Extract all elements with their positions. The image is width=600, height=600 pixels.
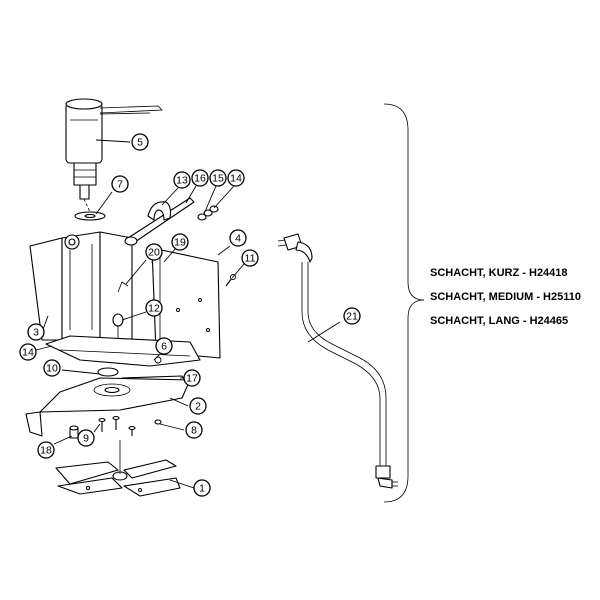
callout-2: 2 — [189, 397, 207, 415]
callout-18: 18 — [37, 441, 55, 459]
callout-20-label: 20 — [148, 247, 160, 259]
hose-assembly — [277, 233, 398, 489]
callout-3-circle — [27, 323, 45, 341]
callout-17-circle — [183, 369, 201, 387]
callout-4-circle — [229, 229, 247, 247]
callout-14a: 14 — [227, 169, 245, 187]
callout-4: 4 — [229, 229, 247, 247]
variant-brace — [383, 103, 425, 503]
callout-15-circle — [209, 169, 227, 187]
callout-10: 10 — [43, 359, 61, 377]
side-panel — [151, 247, 221, 359]
callout-1-label: 1 — [199, 483, 205, 495]
shaft-variant-medium: SCHACHT, MEDIUM - H25110 — [430, 291, 581, 303]
callout-9: 9 — [77, 429, 95, 447]
callout-16-label: 16 — [194, 173, 206, 185]
callout-6-circle — [155, 337, 173, 355]
nut-and-washers — [197, 205, 219, 221]
callout-17-label: 17 — [186, 373, 198, 385]
callout-16: 16 — [191, 169, 209, 187]
callout-9-label: 9 — [83, 433, 89, 445]
callout-21: 21 — [343, 307, 361, 325]
clamp — [147, 201, 172, 221]
shaft-housing — [29, 231, 133, 341]
callout-14a-label: 14 — [230, 173, 242, 185]
callout-14b-circle — [19, 343, 37, 361]
callout-21-circle — [343, 307, 361, 325]
callout-20: 20 — [145, 243, 163, 261]
callout-1: 1 — [193, 479, 211, 497]
callout-5-circle — [131, 133, 149, 151]
callout-4-label: 4 — [235, 233, 241, 245]
callout-12-circle — [145, 299, 163, 317]
callout-9-circle — [77, 429, 95, 447]
callout-13-label: 13 — [176, 175, 188, 187]
callout-19: 19 — [171, 233, 189, 251]
callout-7: 7 — [111, 175, 129, 193]
callout-15: 15 — [209, 169, 227, 187]
washer — [74, 211, 106, 221]
callout-12: 12 — [145, 299, 163, 317]
mixing-blade — [55, 440, 181, 497]
callout-15-label: 15 — [212, 173, 224, 185]
callout-20-circle — [145, 243, 163, 261]
callout-18-label: 18 — [40, 445, 52, 457]
motor — [65, 98, 163, 200]
callout-2-circle — [189, 397, 207, 415]
callout-8-label: 8 — [191, 425, 197, 437]
callout-16-circle — [191, 169, 209, 187]
callout-13: 13 — [173, 171, 191, 189]
callout-19-label: 19 — [174, 237, 186, 249]
callout-7-circle — [111, 175, 129, 193]
callout-13-circle — [173, 171, 191, 189]
callout-6: 6 — [155, 337, 173, 355]
callout-1-circle — [193, 479, 211, 497]
callout-8-circle — [185, 421, 203, 439]
callout-8: 8 — [185, 421, 203, 439]
callout-5-label: 5 — [137, 137, 143, 149]
shaft-variant-short: SCHACHT, KURZ - H24418 — [430, 267, 568, 279]
callout-17: 17 — [183, 369, 201, 387]
callout-7-label: 7 — [117, 179, 123, 191]
callout-18-circle — [37, 441, 55, 459]
callout-3-label: 3 — [33, 327, 39, 339]
callout-11-circle — [241, 249, 259, 267]
callout-10-label: 10 — [46, 363, 58, 375]
rod — [124, 197, 195, 246]
callout-14b: 14 — [19, 343, 37, 361]
callout-11-label: 11 — [245, 253, 256, 265]
callout-14b-label: 14 — [22, 347, 34, 359]
callout-11: 11 — [241, 249, 259, 267]
callout-12-label: 12 — [148, 303, 160, 315]
callout-14a-circle — [227, 169, 245, 187]
callout-2-label: 2 — [195, 401, 201, 413]
callout-5: 5 — [131, 133, 149, 151]
callout-6-label: 6 — [161, 341, 167, 353]
bolt-12 — [112, 313, 124, 338]
shaft-variant-list: SCHACHT, KURZ - H24418 SCHACHT, MEDIUM -… — [430, 267, 581, 327]
callout-19-circle — [171, 233, 189, 251]
callout-10-circle — [43, 359, 61, 377]
housing-plate — [25, 377, 191, 437]
screws — [69, 415, 162, 439]
shaft-variant-long: SCHACHT, LANG - H24465 — [430, 315, 568, 327]
callout-3: 3 — [27, 323, 45, 341]
callout-21-label: 21 — [346, 311, 358, 323]
